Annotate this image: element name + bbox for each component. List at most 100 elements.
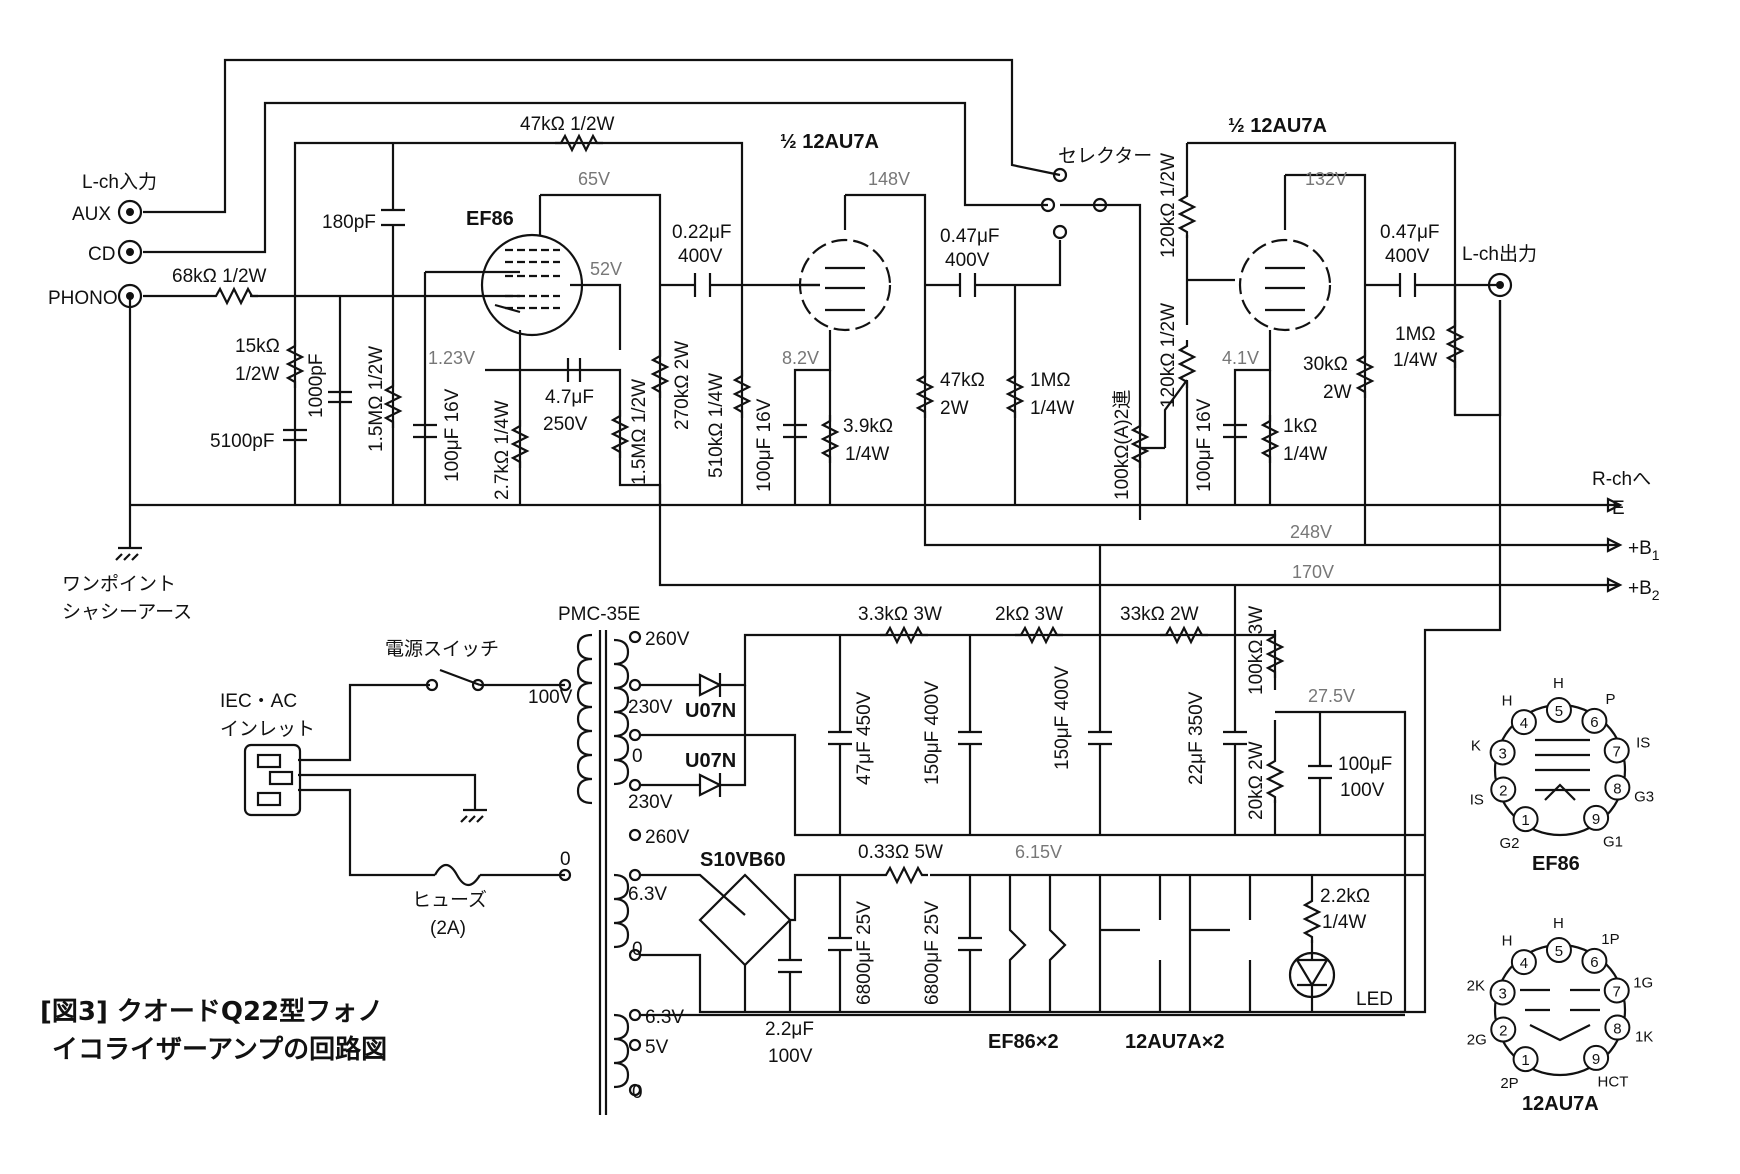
label-c47u-a: 4.7μF bbox=[545, 387, 594, 408]
input-title: L-ch入力 bbox=[82, 171, 157, 193]
au7-pin-8 bbox=[1604, 1014, 1631, 1041]
ef86-pin-num-8: 8 bbox=[1613, 781, 1621, 798]
label-r15m-b: 1.5MΩ 1/2W bbox=[629, 379, 650, 485]
au7-pin-label-1: 2P bbox=[1500, 1075, 1518, 1092]
label-c100u-b: 100μF 16V bbox=[754, 398, 775, 492]
tap-63b: 6.3V bbox=[645, 1007, 684, 1028]
ef86-pin-label-2: IS bbox=[1470, 792, 1484, 809]
label-c100u-a: 100μF 16V bbox=[442, 388, 463, 482]
label-c100u100-a: 100μF bbox=[1338, 754, 1392, 775]
label-c047-a: 0.47μF bbox=[940, 226, 1000, 247]
ef86-pin-7 bbox=[1603, 737, 1630, 764]
label-c6800-b: 6800μF 25V bbox=[922, 901, 943, 1005]
au7-pin-num-6: 6 bbox=[1590, 954, 1598, 971]
ef86-pin-num-3: 3 bbox=[1498, 745, 1506, 762]
input-jacks[interactable] bbox=[117, 199, 143, 309]
tap-5: 5V bbox=[645, 1037, 669, 1058]
label-r47k: 47kΩ 1/2W bbox=[520, 114, 615, 135]
au7-pin-9 bbox=[1583, 1044, 1610, 1071]
ef86-pin-1 bbox=[1512, 806, 1539, 833]
label-c47u450: 47μF 450V bbox=[854, 691, 875, 785]
au7-pin-num-2: 2 bbox=[1499, 1023, 1507, 1040]
au7-pin-2 bbox=[1490, 1016, 1517, 1043]
au7-pin-num-4: 4 bbox=[1520, 955, 1528, 972]
ef86-pin-label-4: H bbox=[1502, 693, 1513, 710]
label-r15k-a: 15kΩ bbox=[235, 336, 280, 357]
label-c100u-c: 100μF 16V bbox=[1194, 398, 1215, 492]
input-cd: CD bbox=[88, 244, 115, 265]
label-b1: +B1 bbox=[1628, 538, 1660, 563]
ef86-pin-label-3: K bbox=[1471, 737, 1481, 754]
pinout-au7-name: 12AU7A bbox=[1522, 1093, 1599, 1115]
ef86-pin-label-7: IS bbox=[1636, 734, 1650, 751]
power-supply bbox=[243, 545, 1425, 1115]
label-bridge: S10VB60 bbox=[700, 849, 786, 871]
label-led: LED bbox=[1356, 989, 1393, 1010]
v41: 4.1V bbox=[1222, 348, 1259, 368]
label-r2k: 2kΩ 3W bbox=[995, 604, 1063, 625]
label-v3: ½ 12AU7A bbox=[1228, 115, 1327, 137]
ef86-pin-8 bbox=[1604, 774, 1631, 801]
label-pot: 100kΩ(A)2連 bbox=[1111, 390, 1133, 500]
label-r270k: 270kΩ 2W bbox=[672, 341, 693, 430]
au7-pin-label-7: 1G bbox=[1633, 974, 1653, 991]
label-diode-1: U07N bbox=[685, 700, 736, 722]
ground-symbol bbox=[115, 546, 142, 561]
label-b2: +B2 bbox=[1628, 578, 1660, 603]
au7-pin-7 bbox=[1603, 977, 1630, 1004]
label-iec-a: IEC・AC bbox=[220, 691, 297, 712]
au7-pin-4 bbox=[1510, 949, 1537, 976]
label-r1m-a: 1MΩ bbox=[1030, 370, 1071, 391]
au7-pin-label-5: H bbox=[1553, 915, 1564, 932]
au7-pin-label-3: 2K bbox=[1467, 977, 1485, 994]
tap-260a: 260V bbox=[645, 629, 690, 650]
au7-pin-label-8: 1K bbox=[1635, 1029, 1653, 1046]
signal-wiring bbox=[128, 58, 1620, 1014]
ef86-pin-3 bbox=[1489, 739, 1516, 766]
tap-p0: 0 bbox=[560, 849, 571, 870]
label-switch: 電源スイッチ bbox=[385, 638, 499, 660]
label-r47k2-a: 47kΩ bbox=[940, 370, 985, 391]
ground-line1: ワンポイント bbox=[62, 573, 176, 595]
label-r15m-a: 1.5MΩ 1/2W bbox=[366, 346, 387, 452]
v275: 27.5V bbox=[1308, 686, 1355, 706]
au7-pin-label-2: 2G bbox=[1467, 1032, 1487, 1049]
label-c5100p: 5100pF bbox=[210, 431, 274, 452]
ef86-pin-label-1: G2 bbox=[1500, 835, 1520, 852]
output-jack[interactable] bbox=[1487, 272, 1513, 298]
label-fuse-b: (2A) bbox=[430, 918, 466, 939]
label-e: E bbox=[1612, 498, 1625, 519]
ground-line2: シャシーアース bbox=[62, 602, 192, 623]
label-c022-b: 400V bbox=[678, 246, 723, 267]
pinout-ef86-name: EF86 bbox=[1532, 853, 1580, 875]
v615: 6.15V bbox=[1015, 842, 1062, 862]
label-c22u: 22μF 350V bbox=[1186, 691, 1207, 785]
label-r120k-b: 120kΩ 1/2W bbox=[1158, 303, 1179, 408]
label-c150u-b: 150μF 400V bbox=[1052, 666, 1073, 770]
label-diode-2: U07N bbox=[685, 750, 736, 772]
label-r120k-a: 120kΩ 1/2W bbox=[1158, 153, 1179, 258]
au7-pin-3 bbox=[1489, 979, 1516, 1006]
output-arrows bbox=[1606, 497, 1623, 593]
label-r47k2-b: 2W bbox=[940, 398, 969, 419]
input-phono: PHONO bbox=[48, 288, 118, 309]
label-r30k-a: 30kΩ bbox=[1303, 354, 1348, 375]
label-r1m-b: 1/4W bbox=[1030, 398, 1074, 419]
au7-pin-label-6: 1P bbox=[1601, 931, 1619, 948]
label-r20k: 20kΩ 2W bbox=[1246, 741, 1267, 820]
v65: 65V bbox=[578, 169, 610, 189]
au7-pin-1 bbox=[1512, 1046, 1539, 1073]
ef86-pin-4 bbox=[1510, 709, 1537, 736]
tap-0b: 0 bbox=[632, 939, 643, 960]
caption-line2: イコライザーアンプの回路図 bbox=[52, 1034, 387, 1065]
label-c047-b: 400V bbox=[945, 250, 990, 271]
selector-switch[interactable] bbox=[1040, 167, 1108, 240]
au7-pin-label-4: H bbox=[1502, 933, 1513, 950]
au7-pin-5 bbox=[1545, 937, 1572, 964]
au7-pin-num-1: 1 bbox=[1521, 1052, 1529, 1069]
label-r22k-a: 2.2kΩ bbox=[1320, 886, 1370, 907]
v170: 170V bbox=[1292, 562, 1334, 582]
label-transformer: PMC-35E bbox=[558, 604, 640, 625]
ef86-pin-num-5: 5 bbox=[1555, 703, 1563, 720]
